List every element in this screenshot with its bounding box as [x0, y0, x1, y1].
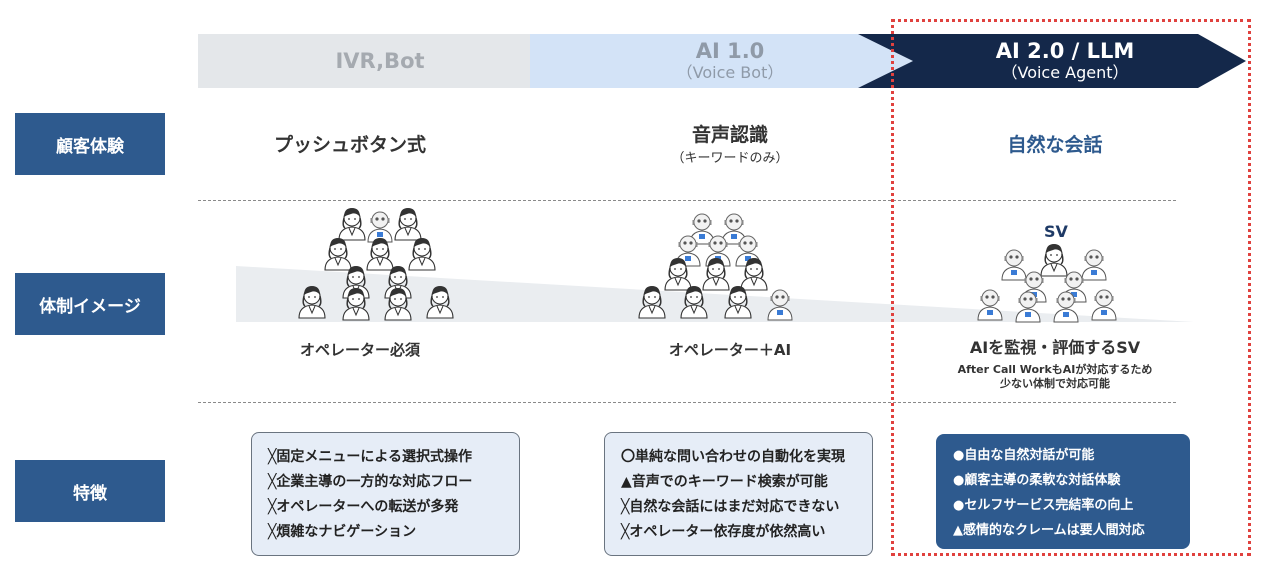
experience-2: 音声認識 （キーワードのみ） [620, 118, 840, 168]
experience-3: 自然な会話 [940, 118, 1170, 168]
features-box-2: 〇単純な問い合わせの自動化を実現 ▲音声でのキーワード検索が可能 ╳自然な会話に… [604, 432, 873, 556]
feature-item: ●自由な自然対話が可能 [953, 448, 1095, 463]
experience-3-main: 自然な会話 [1007, 133, 1103, 156]
operator-icon [724, 285, 752, 319]
stage-2-subtitle: （Voice Bot） [676, 63, 784, 82]
robot-icon [367, 211, 393, 243]
robot-icon [767, 289, 793, 321]
operator-ai-pyramid [638, 213, 793, 321]
stage-1-title: IVR,Bot [335, 49, 425, 73]
stage-1-label: IVR,Bot [280, 34, 480, 88]
separator-1 [198, 200, 1176, 201]
structure-1-label: オペレーター必須 [299, 341, 420, 359]
stage-3-title: AI 2.0 / LLM [995, 39, 1135, 63]
feature-item: ●顧客主導の柔軟な対話体験 [953, 473, 1121, 488]
category-experience: 顧客体験 [15, 113, 165, 175]
operator-icon [394, 207, 422, 241]
features-box-1: ╳固定メニューによる選択式操作 ╳企業主導の一方的な対応フロー ╳オペレーターへ… [251, 432, 520, 556]
stage-arrow-1 [198, 34, 576, 88]
feature-item: ╳固定メニューによる選択式操作 [268, 449, 473, 465]
experience-1: プッシュボタン式 [240, 118, 460, 168]
operator-icon [366, 237, 394, 271]
feature-item: ▲音声でのキーワード検索が可能 [621, 474, 828, 490]
stage-3-label: AI 2.0 / LLM （Voice Agent） [950, 34, 1180, 88]
llm-highlight-frame [891, 19, 1251, 556]
feature-item: ╳オペレーター依存度が依然高い [621, 524, 826, 540]
stage-arrow-2 [530, 34, 913, 88]
operator-icon [324, 237, 352, 271]
operator-icon [426, 285, 454, 319]
sv-label: SV [1044, 222, 1068, 241]
stage-2-title: AI 1.0 [695, 39, 765, 63]
feature-item: ╳オペレーターへの転送が多発 [268, 499, 459, 515]
operator-icon [298, 285, 326, 319]
feature-item: 〇単純な問い合わせの自動化を実現 [621, 449, 845, 465]
features-box-3: ●自由な自然対話が可能 ●顧客主導の柔軟な対話体験 ●セルフサービス完結率の向上… [936, 434, 1190, 549]
stage-arrows [198, 34, 1246, 88]
category-features: 特徴 [15, 460, 165, 522]
stage-3-subtitle: （Voice Agent） [1001, 63, 1129, 82]
structure-2-label: オペレーター＋AI [668, 341, 792, 359]
experience-1-main: プッシュボタン式 [273, 133, 426, 156]
operator-icon [638, 285, 666, 319]
stage-arrow-3 [858, 34, 1246, 88]
structure-3-note-line1: After Call WorkもAIが対応するため [957, 363, 1153, 376]
operator-icon [338, 207, 366, 241]
category-structure: 体制イメージ [15, 273, 165, 335]
experience-2-main: 音声認識 [691, 124, 768, 146]
structure-3-note: After Call WorkもAIが対応するため 少ない体制で対応可能 [930, 363, 1180, 391]
feature-item: ●セルフサービス完結率の向上 [953, 498, 1134, 513]
feature-item: ╳企業主導の一方的な対応フロー [268, 474, 473, 490]
feature-item: ▲感情的なクレームは要人間対応 [953, 523, 1145, 538]
operator-icon [680, 285, 708, 319]
experience-2-sub: （キーワードのみ） [671, 151, 789, 166]
feature-item: ╳自然な会話にはまだ対応できない [621, 499, 840, 515]
separator-2 [198, 402, 1176, 403]
structure-3-label: AIを監視・評価するSV [969, 338, 1141, 357]
stage-2-label: AI 1.0 （Voice Bot） [620, 34, 840, 88]
feature-item: ╳煩雑なナビゲーション [268, 524, 417, 540]
operator-icon [408, 237, 436, 271]
structure-3-note-line2: 少ない体制で対応可能 [1000, 377, 1110, 390]
operator-pyramid [298, 207, 454, 321]
